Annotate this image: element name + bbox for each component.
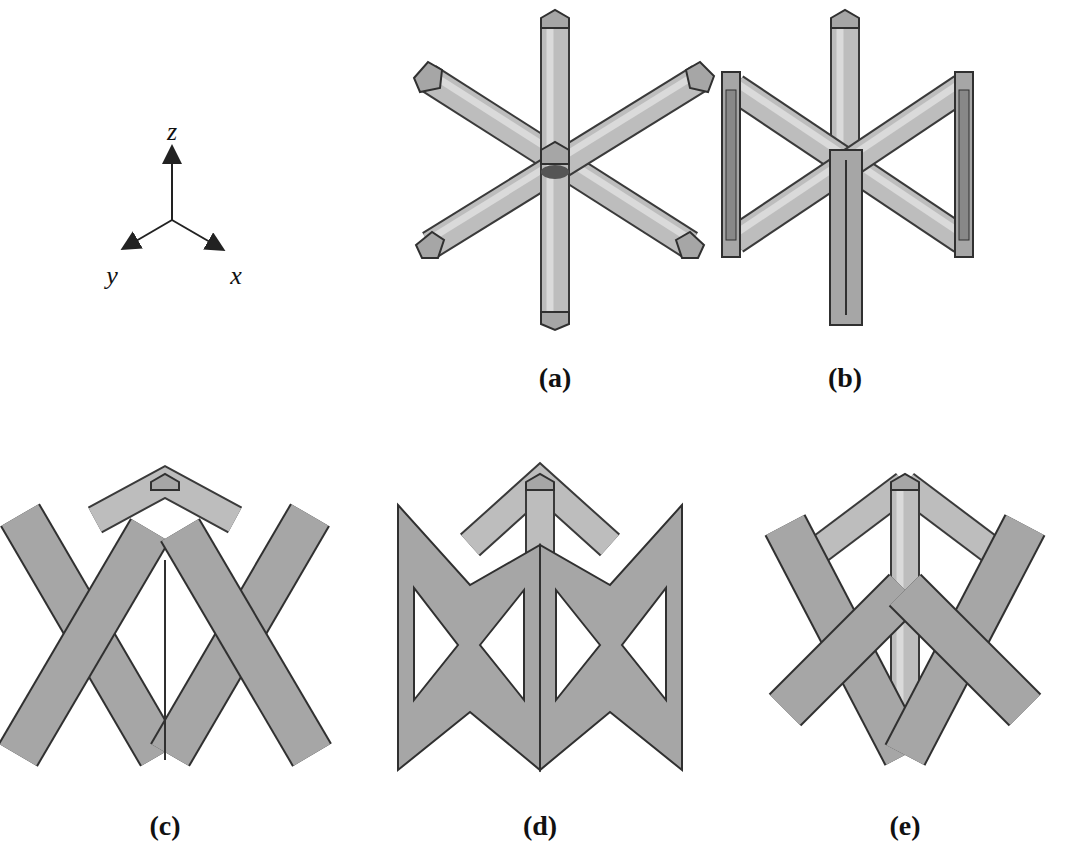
axis-triad (124, 148, 222, 249)
panel-caption: (d) (523, 810, 557, 842)
unit-cell-e (785, 474, 1025, 755)
axis-label: x (230, 261, 242, 291)
unit-cell-b (722, 10, 973, 325)
panel-caption: (b) (828, 362, 862, 394)
axis-label: z (167, 117, 177, 147)
unit-cell-d (398, 474, 682, 770)
panel-caption: (e) (889, 810, 920, 842)
axis-label: y (106, 261, 118, 291)
panel-caption: (a) (539, 362, 572, 394)
unit-cell-c (18, 474, 312, 760)
unit-cell-a (414, 10, 714, 330)
panel-caption: (c) (149, 810, 180, 842)
